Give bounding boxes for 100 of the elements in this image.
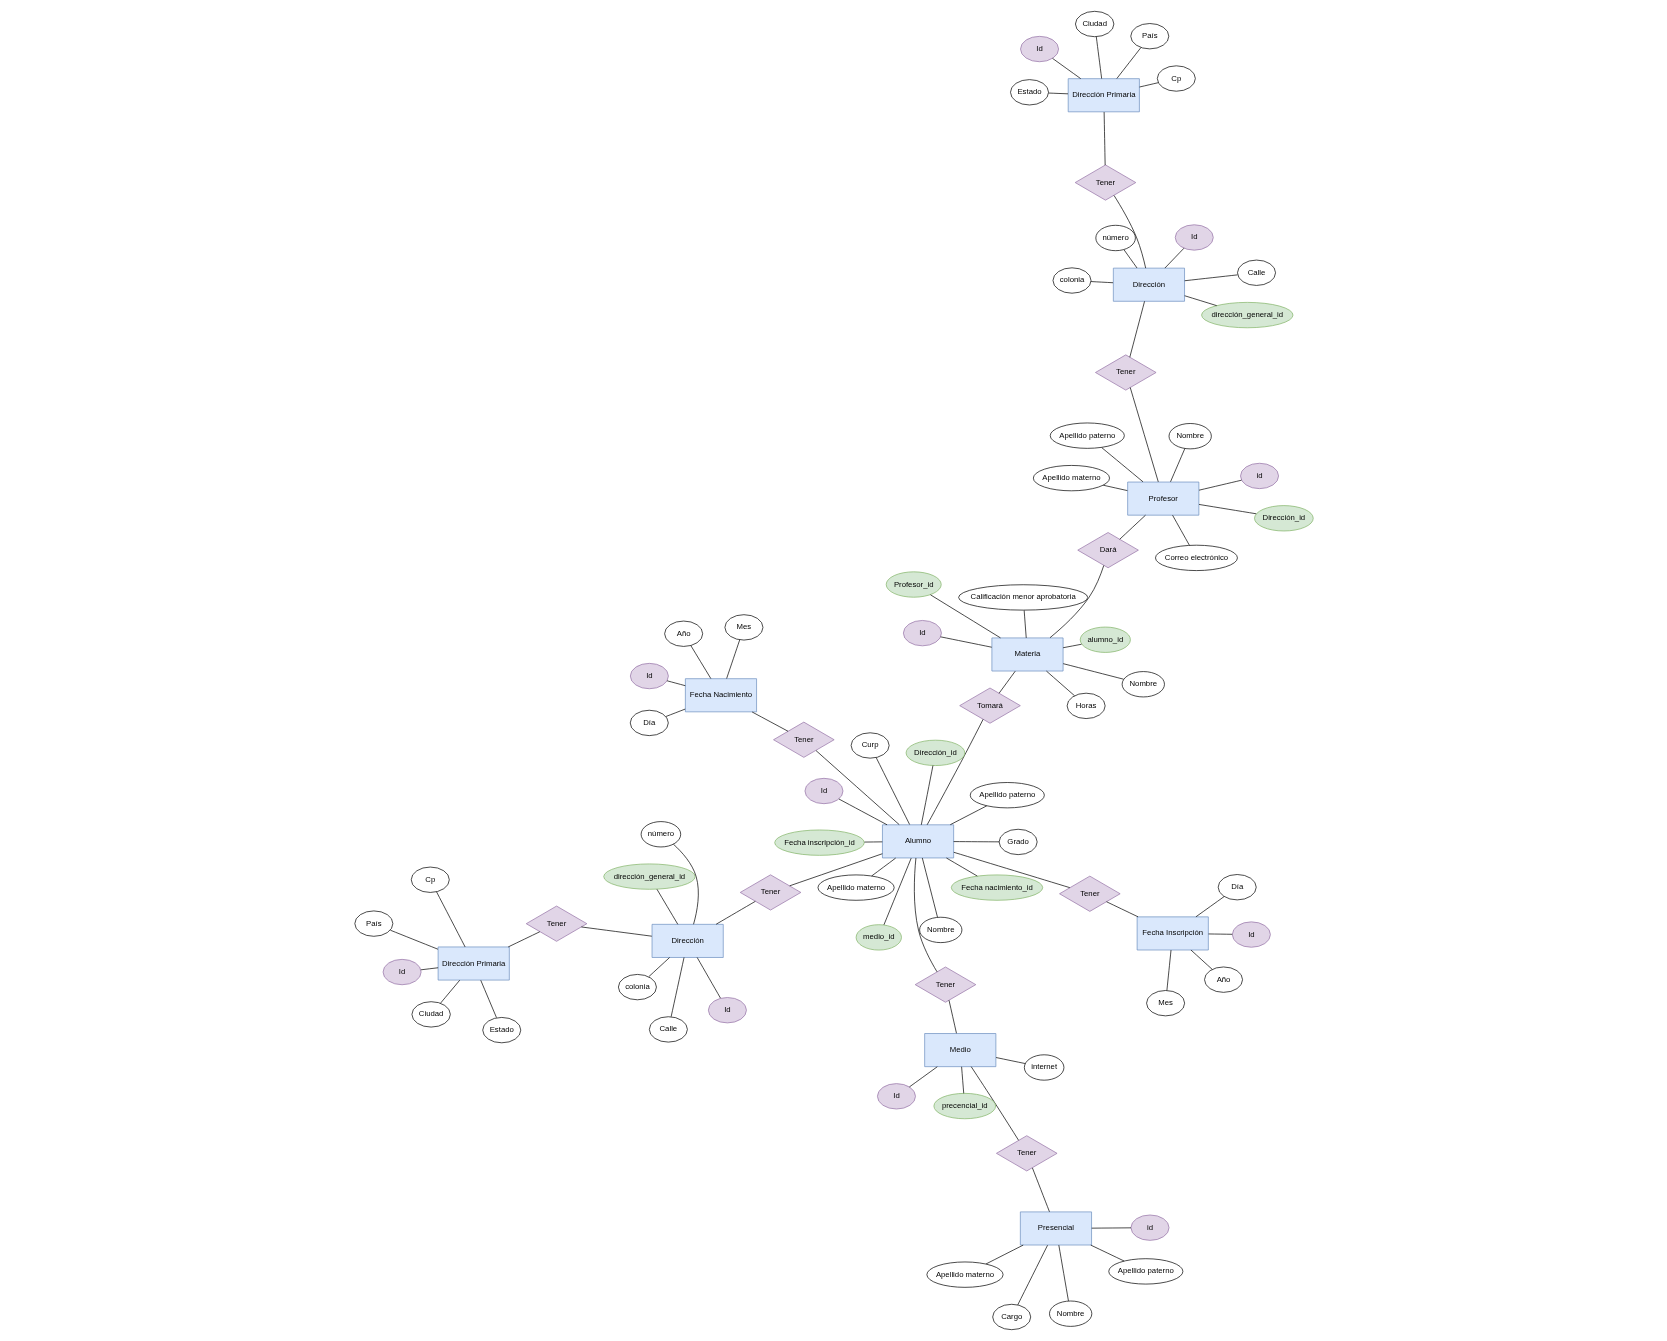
connector [1100,447,1143,483]
node-ellipse: Id [876,1083,916,1110]
connector [1113,195,1146,269]
connector [1115,47,1141,79]
connector [389,929,438,950]
connector [435,891,465,948]
connector [1183,274,1238,282]
connector [908,1066,938,1088]
node-ellipse: número [1094,224,1136,252]
connector [439,979,460,1004]
node-diamond: Tener [914,966,976,1003]
connector [948,999,957,1034]
node-ellipse: Apellido materno [817,874,895,901]
node-ellipse: Fecha nacimiento_id [950,874,1043,901]
connector [929,594,1001,639]
connector [1023,610,1027,639]
connector [1047,92,1068,95]
connector [1049,565,1104,639]
connector [1031,1167,1050,1213]
node-ellipse: colonia [1052,267,1091,294]
node-ellipse: Calle [1236,259,1276,286]
connector [921,857,938,918]
node-ellipse: Cp [410,866,450,893]
connector [875,757,910,825]
connector [1128,300,1145,358]
node-diamond: Dará [1076,532,1139,569]
connector [715,900,756,925]
connector [1190,949,1213,970]
node-ellipse: Ciudad [1074,10,1114,38]
connector [1169,448,1185,483]
connector [788,853,883,887]
node-ellipse: Día [1217,874,1257,901]
connector [1123,249,1137,269]
node-box: Fecha Inscripción [1136,916,1209,951]
node-ellipse: Apellido materno [1032,465,1110,492]
connector [647,957,670,977]
connector [670,957,684,1018]
connector [420,967,438,971]
node-box: Dirección Primaria [437,946,510,981]
node-ellipse: Nombre [1048,1300,1092,1327]
node-ellipse: precencial_id [933,1093,996,1120]
node-ellipse: colonia [617,974,657,1001]
connector [1103,111,1105,166]
connector [1045,670,1075,697]
connector [998,670,1016,694]
connector [1095,36,1102,79]
connector [666,680,686,687]
connector [672,843,699,925]
connector [870,857,896,877]
connector [1105,901,1138,918]
node-ellipse: Id [1019,36,1059,63]
connector [1171,514,1190,546]
connector [696,957,721,999]
node-diamond: Tener [1058,875,1120,912]
node-ellipse: Mes [1145,990,1185,1017]
connector [1129,387,1159,483]
node-box: Dirección [1112,267,1185,302]
connector [725,639,740,679]
node-ellipse: Horas [1066,692,1106,719]
node-ellipse: Id [902,620,942,647]
connector [1138,82,1159,88]
connector [1062,663,1124,680]
connector [1166,949,1171,991]
connector [1198,479,1242,491]
node-ellipse: medio_id [855,924,902,951]
connector [507,931,540,948]
connector [1102,484,1128,491]
node-ellipse: Id [707,997,747,1024]
node-ellipse: Fecha inscripción_id [773,829,865,856]
node-ellipse: Calle [648,1016,688,1043]
node-ellipse: Año [663,620,703,647]
node-ellipse: Apellido paterno [1107,1258,1183,1285]
node-diamond: Tener [995,1135,1057,1172]
node-diamond: Tomará [958,687,1021,724]
node-ellipse: Curp [850,732,890,759]
node-ellipse: Nombre [1121,671,1165,698]
node-box: Dirección Primaria [1067,78,1140,113]
node-box: Medio [923,1033,996,1067]
connector [751,711,788,732]
node-box: Alumno [881,824,954,859]
node-ellipse: Día [629,709,669,736]
connector [1183,295,1217,306]
node-ellipse: Id [1174,224,1214,251]
node-ellipse: Id [804,777,843,805]
connector [952,851,1070,888]
node-ellipse: País [1129,23,1169,50]
node-ellipse: Correo electrónico [1154,544,1238,571]
node-diamond: Tener [1094,354,1156,391]
connector [920,765,933,826]
connector [1057,1244,1069,1302]
node-ellipse: País [353,910,393,937]
node-ellipse: Apellido paterno [969,782,1045,809]
node-box: Fecha Nacimiento [684,678,757,713]
node-ellipse: Apellido materno [926,1261,1003,1288]
node-ellipse: Grado [998,828,1038,855]
node-box: Materia [991,637,1063,672]
node-ellipse: Calificación menor aprobatoria [957,584,1088,611]
node-ellipse: Ciudad [411,1001,451,1028]
connector [913,857,937,973]
node-ellipse: Dirección_id [1253,505,1314,532]
